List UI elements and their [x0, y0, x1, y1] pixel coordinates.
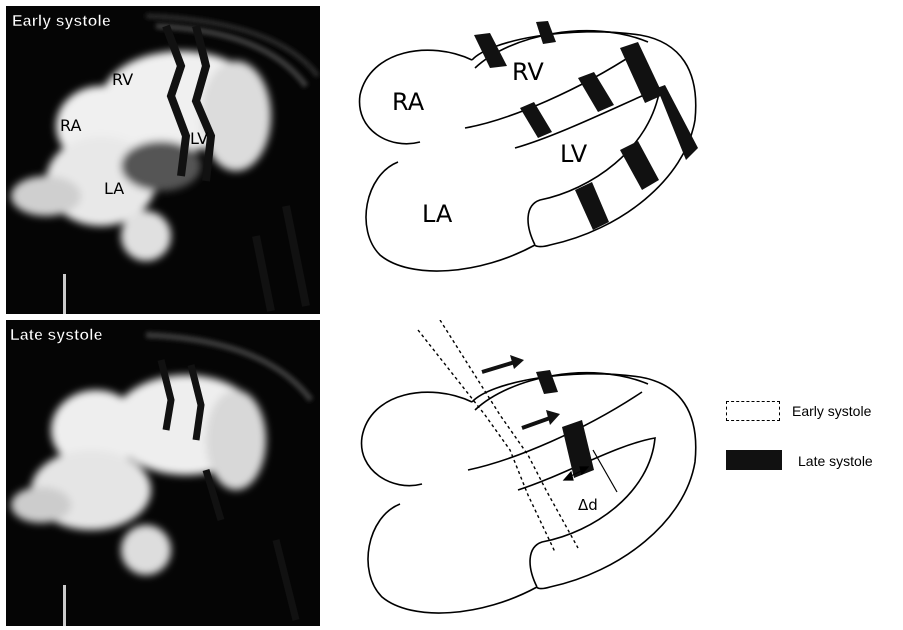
mri-label-la: LA	[104, 179, 124, 198]
legend-late-label: Late systole	[798, 453, 873, 469]
mri-label-ra: RA	[60, 116, 81, 135]
mri-label-lv: LV	[190, 129, 208, 148]
legend: Early systole Late systole	[722, 398, 897, 478]
mri-early-systole-image: Early systole RV RA LV LA	[6, 6, 320, 314]
diagram-late-systole: Δd	[350, 320, 730, 630]
delta-d-label: Δd	[578, 496, 598, 514]
diagram-label-rv: RV	[512, 58, 544, 86]
diagram-label-ra: RA	[392, 88, 425, 116]
diagram-label-lv: LV	[560, 140, 588, 168]
mri-early-caption: Early systole	[12, 13, 111, 30]
mri-late-systole-image: Late systole	[6, 320, 320, 626]
early-band-left-line	[418, 330, 555, 552]
legend-early-label: Early systole	[792, 403, 871, 419]
mri-label-rv: RV	[112, 70, 133, 89]
legend-early-swatch	[726, 401, 780, 421]
diagram-label-la: LA	[422, 200, 453, 228]
diagram-early-systole: RA RV LV LA	[350, 0, 730, 290]
mri-late-caption: Late systole	[10, 327, 103, 344]
early-band-right-line	[440, 320, 578, 548]
legend-late-swatch	[726, 450, 782, 470]
